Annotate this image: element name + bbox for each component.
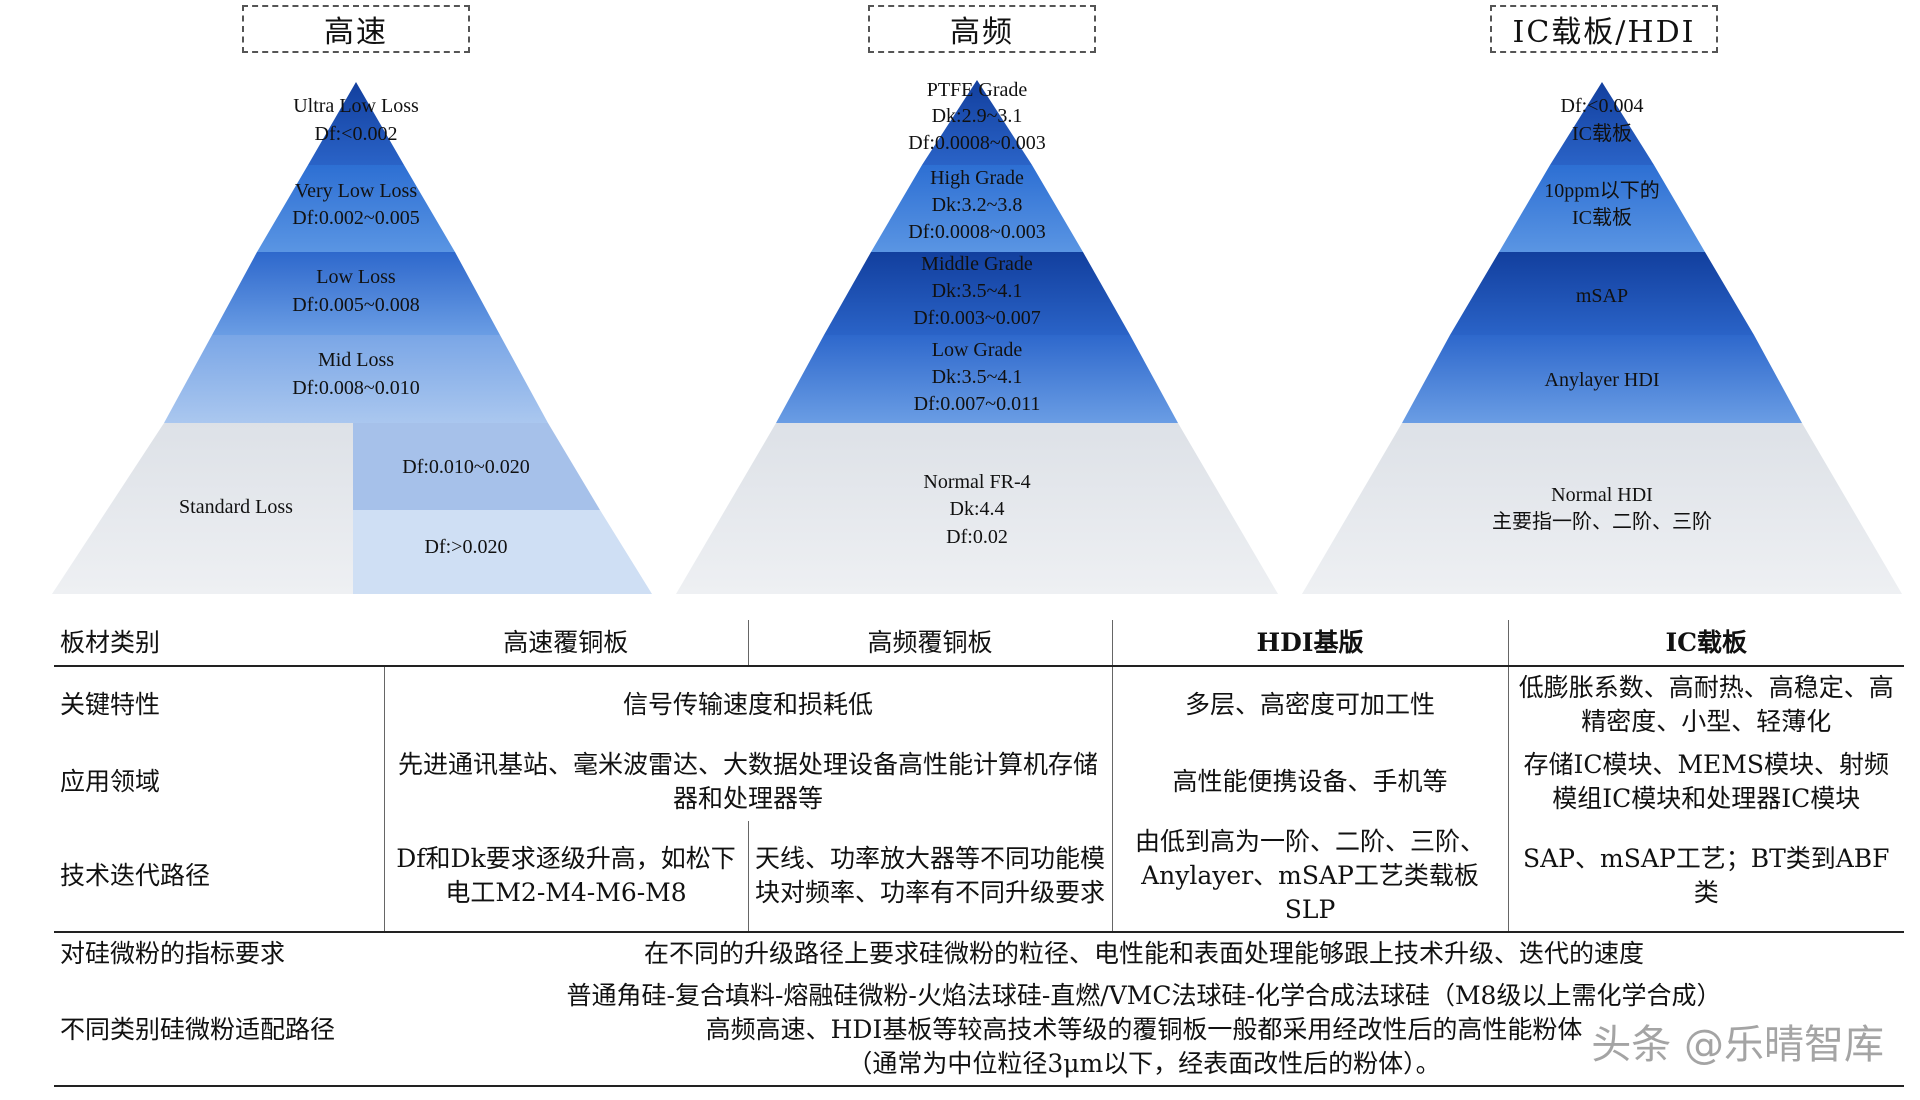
ic-t1-label: IC载板 [1572,122,1632,145]
table-header-row: 板材类别 高速覆铜板 高频覆铜板 HDI基版 IC载板 [54,620,1904,666]
freq-t5-df: Df:0.02 [946,526,1008,548]
speed-t3-label: Low Loss [316,266,396,288]
cell-tech-path-hdi: 由低到高为一阶、二阶、三阶、Anylayer、mSAP工艺类载板SLP [1112,821,1509,932]
ic-tier-2 [1499,165,1705,252]
ic-t1-value: Df:<0.004 [1561,95,1644,117]
freq-t2-label: High Grade [930,167,1024,189]
freq-t4-df: Df:0.007~0.011 [914,393,1041,415]
cell-key-features-ic: 低膨胀系数、高耐热、高稳定、高精密度、小型、轻薄化 [1508,665,1904,743]
speed-tier-5-right-top [353,423,600,510]
ic-t5-detail: 主要指一阶、二阶、三阶 [1492,510,1712,533]
cell-key-features-hdi: 多层、高密度可加工性 [1112,665,1509,743]
speed-t3-value: Df:0.005~0.008 [292,294,419,316]
ic-t2-label: IC载板 [1572,206,1632,229]
table-row-key-features: 关键特性 信号传输速度和损耗低 多层、高密度可加工性 低膨胀系数、高耐热、高稳定… [54,665,1904,743]
speed-t4-label: Mid Loss [318,349,394,371]
freq-t1-label: PTFE Grade [927,79,1028,101]
watermark: 头条 @乐晴智库 [1591,1022,1884,1068]
speed-t5-label: Standard Loss [179,496,293,518]
title-frequency: 高频 [868,5,1096,53]
freq-tier-3 [824,252,1130,335]
cell-applications-ccl: 先进通讯基站、毫米波雷达、大数据处理设备高性能计算机存储器和处理器等 [384,743,1113,821]
freq-t2-df: Df:0.0008~0.003 [908,221,1045,243]
speed-t5-upper-value: Df:0.010~0.020 [402,456,529,478]
cell-silica-requirements: 在不同的升级路径上要求硅微粉的粒径、电性能和表面处理能够跟上技术升级、迭代的速度 [384,931,1904,975]
freq-t4-label: Low Grade [932,339,1023,361]
freq-t5-label: Normal FR-4 [923,471,1030,493]
freq-t1-df: Df:0.0008~0.003 [908,132,1045,154]
cell-tech-path-high-speed: Df和Dk要求逐级升高，如松下电工M2-M4-M6-M8 [384,821,749,932]
table-row-silica-requirements: 对硅微粉的指标要求 在不同的升级路径上要求硅微粉的粒径、电性能和表面处理能够跟上… [54,931,1904,975]
header-hdi-board: HDI基版 [1112,620,1509,666]
speed-tier-5-right-bottom [353,510,652,594]
spec-table: 板材类别 高速覆铜板 高频覆铜板 HDI基版 IC载板 关键特性 信号传输速度和… [54,620,1904,1087]
header-ic-substrate: IC载板 [1665,627,1748,657]
ic-t2-value: 10ppm以下的 [1544,179,1660,202]
freq-tier-2 [871,165,1083,252]
row-label-tech-path: 技术迭代路径 [54,821,385,932]
freq-t3-label: Middle Grade [921,253,1033,275]
speed-t2-label: Very Low Loss [295,180,417,202]
cell-tech-path-ic: SAP、mSAP工艺；BT类到ABF类 [1522,844,1890,907]
table-row-silica-paths: 不同类别硅微粉适配路径 普通角硅-复合填料-熔融硅微粉-火焰法球硅-直燃/VMC… [54,975,1904,1087]
speed-t5-lower-value: Df:>0.020 [425,536,508,558]
speed-t2-value: Df:0.002~0.005 [292,207,419,229]
header-board-type: 板材类别 [60,627,161,657]
ic-t4-label: Anylayer HDI [1545,369,1660,391]
row-label-silica-paths: 不同类别硅微粉适配路径 [54,975,384,1087]
freq-t2-dk: Dk:3.2~3.8 [932,194,1023,216]
header-high-speed-ccl: 高速覆铜板 [384,620,749,666]
table-row-applications: 应用领域 先进通讯基站、毫米波雷达、大数据处理设备高性能计算机存储器和处理器等 … [54,743,1904,821]
silica-path-line-1: 普通角硅-复合填料-熔融硅微粉-火焰法球硅-直燃/VMC法球硅-化学合成法球硅（… [566,981,1722,1010]
silica-path-line-3: （通常为中位粒径3μm以下，经表面改性后的粉体）。 [847,1049,1441,1078]
ic-tier-3 [1450,252,1754,335]
freq-tier-4 [776,335,1178,423]
ic-t3-label: mSAP [1576,285,1628,307]
header-high-freq-ccl: 高频覆铜板 [748,620,1113,666]
freq-t3-dk: Dk:3.5~4.1 [932,280,1023,302]
cell-key-features-ccl: 信号传输速度和损耗低 [384,665,1113,743]
freq-t3-df: Df:0.003~0.007 [913,307,1040,329]
row-label-silica-requirements: 对硅微粉的指标要求 [54,931,384,975]
cell-silica-paths: 普通角硅-复合填料-熔融硅微粉-火焰法球硅-直燃/VMC法球硅-化学合成法球硅（… [384,975,1904,1087]
speed-tier-3 [212,252,500,335]
ic-tier-5 [1302,423,1902,594]
table-row-tech-path: 技术迭代路径 Df和Dk要求逐级升高，如松下电工M2-M4-M6-M8 天线、功… [54,821,1904,932]
row-label-applications: 应用领域 [54,743,385,821]
pyramids: Ultra Low Loss Df:<0.002 Very Low Loss D… [52,79,1902,594]
title-ic-hdi: IC载板/HDI [1490,5,1718,53]
freq-t5-dk: Dk:4.4 [950,498,1005,520]
freq-tier-5 [676,423,1278,594]
speed-t1-label: Ultra Low Loss [293,95,419,117]
speed-t4-value: Df:0.008~0.010 [292,377,419,399]
title-speed: 高速 [242,5,470,53]
cell-tech-path-high-freq: 天线、功率放大器等不同功能模块对频率、功率有不同升级要求 [748,821,1113,932]
pyramid-speed: Ultra Low Loss Df:<0.002 Very Low Loss D… [52,82,652,594]
freq-t4-dk: Dk:3.5~4.1 [932,366,1023,388]
speed-tier-2 [257,165,455,252]
speed-t1-value: Df:<0.002 [315,123,398,145]
freq-tier-1 [922,80,1032,165]
ic-tier-4 [1402,335,1802,423]
pyramid-ic-hdi: Df:<0.004 IC载板 10ppm以下的 IC载板 mSAP Anylay… [1302,82,1902,594]
pyramid-frequency: PTFE Grade Dk:2.9~3.1 Df:0.0008~0.003 Hi… [676,79,1278,594]
speed-tier-4 [164,335,548,423]
silica-path-line-2: 高频高速、HDI基板等较高技术等级的覆铜板一般都采用经改性后的高性能粉体 [705,1015,1583,1044]
row-label-key-features: 关键特性 [54,665,385,743]
cell-applications-hdi: 高性能便携设备、手机等 [1112,743,1509,821]
speed-tier-5-left [52,423,353,594]
ic-tier-1 [1550,82,1654,165]
ic-t5-label: Normal HDI [1551,484,1653,506]
speed-tier-1 [308,82,404,165]
freq-t1-dk: Dk:2.9~3.1 [932,105,1023,127]
cell-applications-ic: 存储IC模块、MEMS模块、射频模组IC模块和处理器IC模块 [1523,750,1890,813]
